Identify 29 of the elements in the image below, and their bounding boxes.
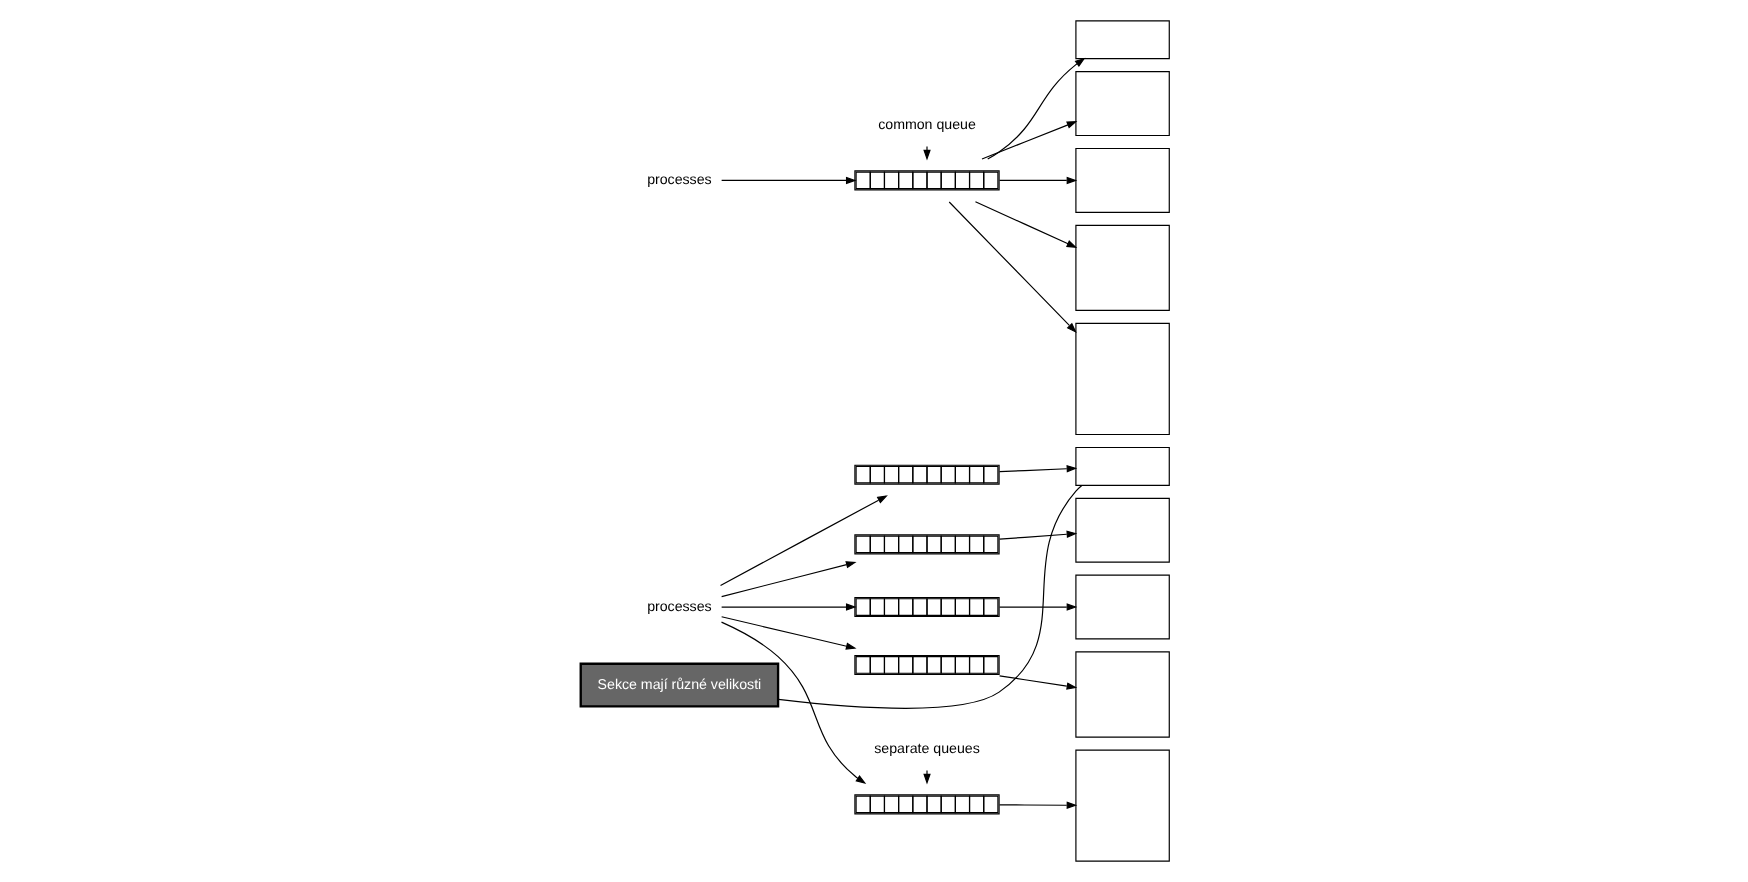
- node-box: [1074, 749, 1169, 862]
- arrow: [998, 465, 1077, 473]
- arrow: [720, 176, 856, 185]
- arrow: [922, 145, 930, 161]
- arrow: [998, 801, 1077, 809]
- arrow: [720, 561, 856, 598]
- arrow: [973, 201, 1077, 248]
- arrow: [998, 675, 1077, 690]
- arrow: [998, 530, 1077, 540]
- node-box: [1074, 651, 1169, 738]
- connector: [776, 484, 1082, 709]
- node-box: [1074, 71, 1169, 137]
- arrow: [947, 201, 1076, 334]
- arrow: [980, 121, 1077, 160]
- node-box: [1074, 224, 1169, 311]
- arrow: [719, 621, 866, 785]
- node-box: [1074, 574, 1169, 640]
- arrow: [998, 603, 1077, 611]
- node-box: [1074, 147, 1169, 213]
- arrow: [718, 495, 887, 587]
- arrow: [922, 769, 930, 785]
- arrow: [720, 616, 856, 650]
- arrow: [998, 176, 1077, 185]
- node-box: [1074, 20, 1169, 60]
- arrow: [720, 603, 856, 611]
- node-box: [1074, 322, 1169, 436]
- node-box: [1074, 497, 1169, 563]
- node-box: [1074, 446, 1169, 486]
- arrow: [986, 57, 1085, 160]
